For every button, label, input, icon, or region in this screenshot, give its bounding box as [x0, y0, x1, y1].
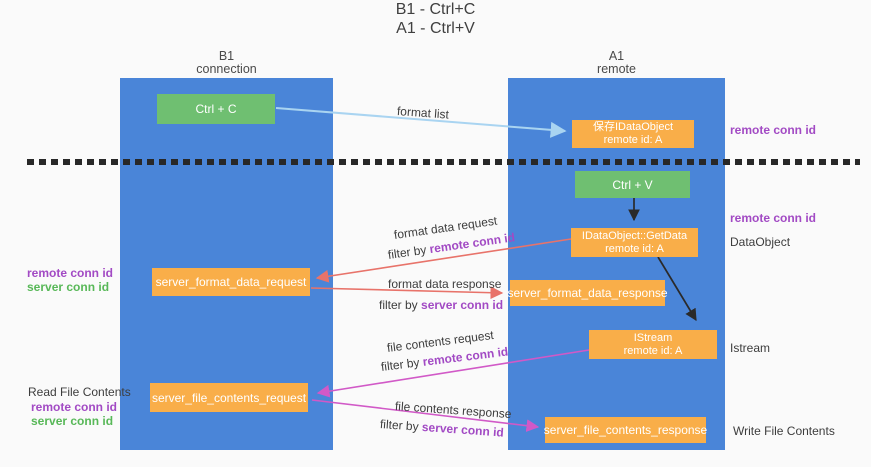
label-format-list: format list — [396, 104, 450, 122]
server-conn-id-text: server conn id — [27, 280, 110, 294]
label-filter-by-server-1: filter by server conn id — [379, 298, 503, 312]
lane-header-left: B1 connection — [120, 50, 333, 76]
node-istream-line2: remote id: A — [623, 344, 683, 357]
label-file-contents-response: file contents response — [394, 399, 512, 422]
node-server-format-data-request-label: server_format_data_request — [155, 275, 307, 289]
node-save-dataobject-line1: 保存IDataObject — [592, 121, 674, 133]
node-getdata-line2: remote id: A — [605, 242, 664, 255]
label-conn-ids-left-bottom: remote conn id server conn id — [31, 400, 117, 428]
server-conn-id-text: server conn id — [421, 419, 505, 440]
filter-by-text: filter by — [380, 354, 424, 374]
label-dataobject: DataObject — [730, 235, 791, 249]
diagram-title: B1 - Ctrl+C A1 - Ctrl+V — [0, 0, 871, 38]
node-server-format-data-response-label: server_format_data_response — [507, 286, 668, 300]
label-format-data-response: format data response — [388, 277, 502, 291]
title-line-2: A1 - Ctrl+V — [396, 20, 475, 37]
node-ctrl-v: Ctrl + V — [575, 171, 690, 198]
node-save-dataobject: 保存IDataObject remote id: A — [572, 120, 694, 148]
node-server-file-contents-request-label: server_file_contents_request — [151, 390, 307, 405]
lane-header-right: A1 remote — [508, 50, 725, 76]
label-conn-ids-left-mid: remote conn id server conn id — [27, 266, 113, 294]
node-ctrl-c: Ctrl + C — [157, 94, 275, 124]
node-server-format-data-response: server_format_data_response — [507, 280, 668, 306]
node-ctrl-c-label: Ctrl + C — [195, 102, 237, 116]
server-conn-id-text: server conn id — [421, 298, 504, 312]
label-remote-conn-id-top-right: remote conn id — [730, 123, 817, 137]
label-istream: Istream — [730, 341, 771, 355]
filter-by-text: filter by — [379, 417, 423, 434]
lane-left-title: B1 — [218, 49, 235, 63]
label-read-file-contents: Read File Contents — [28, 385, 131, 399]
label-remote-conn-id-mid-right: remote conn id — [730, 211, 817, 225]
node-server-file-contents-response: server_file_contents_response — [543, 417, 708, 443]
remote-conn-id-text: remote conn id — [27, 266, 114, 280]
filter-by-text: filter by — [387, 242, 431, 262]
label-filter-by-server-2: filter by server conn id — [380, 417, 505, 440]
node-idataobject-getdata: IDataObject::GetData remote id: A — [571, 228, 698, 257]
lane-right-subtitle: remote — [597, 62, 636, 76]
node-server-file-contents-request: server_file_contents_request — [150, 383, 308, 412]
lane-left-subtitle: connection — [196, 62, 257, 76]
node-getdata-line1: IDataObject::GetData — [581, 229, 688, 242]
lane-right-title: A1 — [608, 49, 625, 63]
node-server-file-contents-response-label: server_file_contents_response — [543, 423, 708, 437]
title-line-1: B1 - Ctrl+C — [395, 1, 476, 18]
node-istream: IStream remote id: A — [589, 330, 717, 359]
server-conn-id-text: server conn id — [31, 414, 114, 428]
filter-by-text: filter by — [379, 298, 422, 312]
node-istream-line1: IStream — [633, 331, 673, 344]
node-save-dataobject-line2: remote id: A — [603, 134, 663, 146]
label-write-file-contents: Write File Contents — [733, 424, 835, 438]
remote-conn-id-text: remote conn id — [31, 400, 118, 414]
node-ctrl-v-label: Ctrl + V — [612, 177, 653, 192]
node-server-format-data-request: server_format_data_request — [152, 268, 310, 296]
clipboard-boundary-dashed-line — [27, 159, 860, 165]
